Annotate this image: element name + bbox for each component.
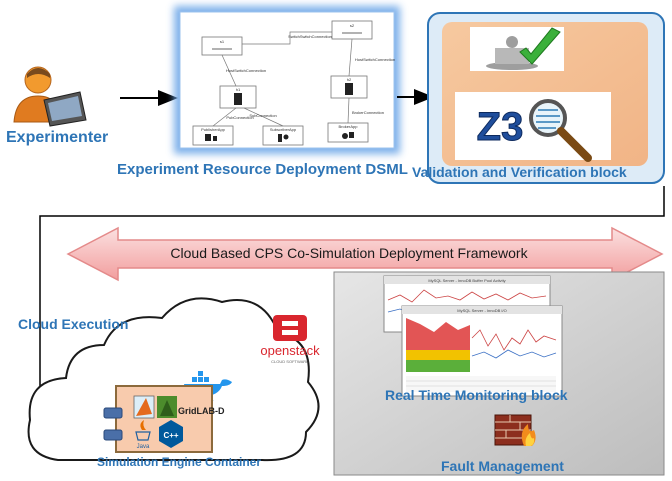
magnifier-icon bbox=[529, 99, 592, 162]
validation-label: Validation and Verification block bbox=[412, 164, 627, 180]
edge-sub-connection: SubConnection bbox=[249, 113, 276, 118]
dsml-model: s1 s2 SwitchSwitchConnection h1 h2 HostS… bbox=[192, 20, 395, 146]
chart2-title: MySQL Server - InnoDB I/O bbox=[457, 308, 506, 313]
java-icon: Java bbox=[135, 420, 151, 450]
gridlabd-text: GridLAB-D bbox=[178, 406, 225, 416]
node-s2-label: s2 bbox=[350, 23, 355, 28]
monitoring-label: Real Time Monitoring block bbox=[385, 387, 568, 403]
z3-text: Z3 bbox=[477, 105, 524, 149]
node-s1-label: s1 bbox=[220, 39, 225, 44]
firewall-icon bbox=[494, 414, 536, 446]
node-publisher-label: PublisherApp bbox=[201, 127, 226, 132]
cloud-execution-label: Cloud Execution bbox=[18, 316, 129, 332]
check-icon bbox=[470, 27, 564, 71]
edge-host-switch-left: HostSwitchConnection bbox=[226, 68, 266, 73]
matlab-icon bbox=[133, 395, 155, 419]
openstack-logo: openstack CLOUD SOFTWARE bbox=[260, 315, 320, 364]
port-bottom bbox=[103, 429, 123, 441]
node-subscriber-label: SubscriberApp bbox=[270, 127, 297, 132]
experimenter-icon bbox=[13, 66, 87, 127]
port-top bbox=[103, 407, 123, 419]
cpp-icon: C++ bbox=[159, 420, 183, 448]
edge-pub-connection: PubConnection bbox=[226, 115, 253, 120]
framework-double-arrow bbox=[66, 226, 664, 282]
cpp-text: C++ bbox=[163, 431, 178, 440]
fault-label: Fault Management bbox=[441, 458, 564, 474]
experimenter-label: Experimenter bbox=[6, 129, 109, 146]
node-broker-label: BrokerApp bbox=[339, 124, 359, 129]
java-text: Java bbox=[137, 444, 150, 450]
framework-label: Cloud Based CPS Co-Simulation Deployment… bbox=[170, 245, 528, 261]
edge-broker-connection: BrokerConnection bbox=[352, 110, 384, 115]
node-h2-label: h2 bbox=[347, 77, 352, 82]
openstack-subtext: CLOUD SOFTWARE bbox=[271, 359, 309, 364]
node-h1-label: h1 bbox=[236, 87, 241, 92]
container-label: Simulation Engine Container bbox=[97, 455, 262, 469]
dsml-label: Experiment Resource Deployment DSML bbox=[117, 161, 408, 178]
gridlabd-logo: GridLAB-D bbox=[157, 396, 225, 418]
chart1-title: MySQL Server - InnoDB Buffer Pool Activi… bbox=[428, 278, 505, 283]
cloud-shape bbox=[27, 297, 320, 462]
monitoring-charts: MySQL Server - InnoDB Buffer Pool Activi… bbox=[383, 275, 563, 397]
openstack-text: openstack bbox=[260, 343, 320, 358]
edge-switch-switch: SwitchSwitchConnection bbox=[288, 34, 332, 39]
edge-host-switch-right: HostSwitchConnection bbox=[355, 57, 395, 62]
